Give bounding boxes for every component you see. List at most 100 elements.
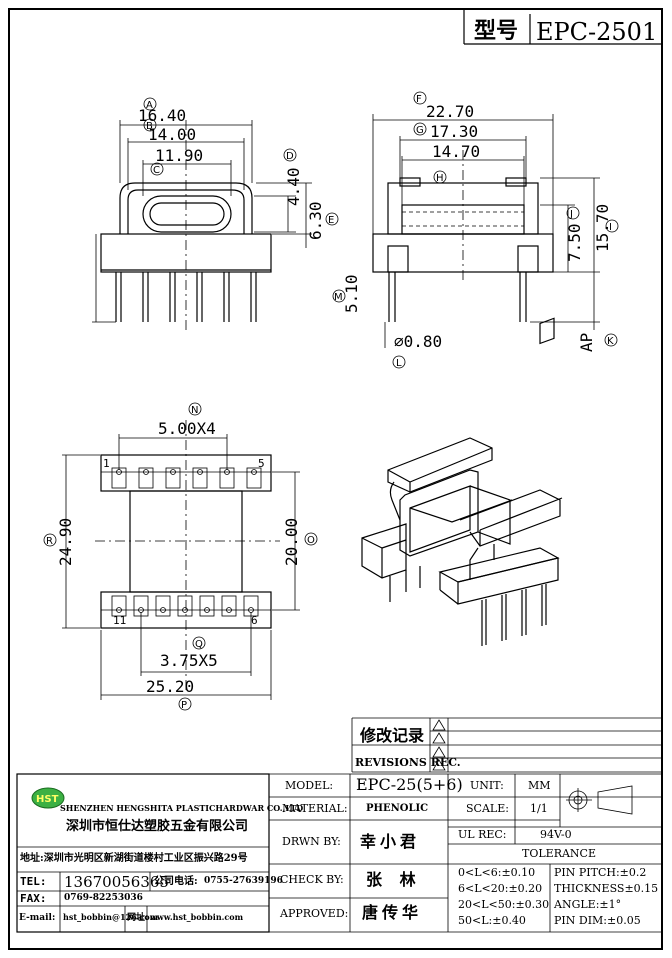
svg-text:N: N xyxy=(191,405,198,416)
dim-c-value: 11.90 xyxy=(155,146,203,165)
bottom-view: 1 5 11 6 5.00X4 20.00 25.20 3.75X5 24.90 xyxy=(56,419,301,700)
marker-j: J xyxy=(566,206,580,220)
dim-l-value: ⌀0.80 xyxy=(394,332,442,351)
tolerance-row: 6<L<20:±0.20 xyxy=(458,882,543,895)
marker-g: G xyxy=(413,122,427,136)
model-label: MODEL: xyxy=(285,779,334,792)
svg-text:B: B xyxy=(146,121,153,132)
dim-a-value: 16.40 xyxy=(138,106,186,125)
revisions-title-en: REVISIONS REC. xyxy=(355,756,461,769)
material-label: MATERIAL: xyxy=(282,802,348,815)
dim-p-value: 25.20 xyxy=(146,677,194,696)
marker-m: M xyxy=(332,289,346,303)
unit-label: UNIT: xyxy=(470,779,504,792)
check-label: CHECK BY: xyxy=(280,873,344,886)
company-phone-value: 0755-27639196 xyxy=(204,876,283,886)
dim-j-value: 7.50 xyxy=(565,223,584,262)
revisions-block: 修改记录 REVISIONS REC. xyxy=(351,717,663,773)
marker-l: L xyxy=(392,355,406,369)
ul-label: UL REC: xyxy=(458,828,507,841)
revisions-title-cn: 修改记录 xyxy=(359,726,424,745)
svg-text:E: E xyxy=(328,215,334,226)
pin-11-label: 11 xyxy=(113,614,126,627)
company-name-en: SHENZHEN HENGSHITA PLASTICHARDWAR CO.,LT… xyxy=(60,803,304,813)
svg-text:H: H xyxy=(436,173,444,184)
pin-1-label: 1 xyxy=(103,457,110,470)
svg-text:Q: Q xyxy=(195,639,203,650)
svg-text:L: L xyxy=(396,358,402,369)
pin-5-label: 5 xyxy=(258,457,265,470)
dim-f-value: 22.70 xyxy=(426,102,474,121)
dim-n-value: 5.00X4 xyxy=(158,419,216,438)
svg-text:G: G xyxy=(416,125,424,136)
tel-value: 13670056365 xyxy=(64,873,169,891)
company-phone-label: 公司电话: xyxy=(154,876,198,887)
dim-q-value: 3.75X5 xyxy=(160,651,218,670)
ul-value: 94V-0 xyxy=(540,828,572,841)
fax-label: FAX: xyxy=(20,892,47,905)
svg-text:K: K xyxy=(607,336,614,347)
drawn-label: DRWN BY: xyxy=(282,835,341,848)
company-logo-text: HST xyxy=(36,794,59,805)
marker-k: K xyxy=(604,333,618,347)
unit-value: MM xyxy=(528,779,551,792)
approved-value: 唐传华 xyxy=(362,903,423,922)
model-header: 型号 EPC-2501 xyxy=(463,10,663,46)
dim-h-value: 14.70 xyxy=(432,142,480,161)
svg-text:I: I xyxy=(609,222,612,233)
front-view: 16.40 14.00 11.90 4.40 6.30 5.10 xyxy=(92,106,361,330)
spec-row: PIN PITCH:±0.2 xyxy=(554,866,647,879)
model-value: EPC-25(5+6) xyxy=(356,775,463,794)
marker-i: I xyxy=(605,219,619,233)
drawing-frame xyxy=(8,8,663,950)
marker-r: R xyxy=(43,533,57,547)
check-value: 张 林 xyxy=(366,870,422,889)
svg-text:J: J xyxy=(569,209,573,220)
marker-n: N xyxy=(188,402,202,416)
dim-i-value: 15.70 xyxy=(593,204,612,252)
title-block-grid: HST xyxy=(16,773,663,933)
marker-h: H xyxy=(433,170,447,184)
marker-f: F xyxy=(413,91,427,105)
dim-e-value: 6.30 xyxy=(306,201,325,240)
tolerance-row: 50<L:±0.40 xyxy=(458,914,526,927)
marker-e: E xyxy=(325,212,339,226)
tolerance-label: TOLERANCE xyxy=(522,847,596,860)
spec-row: THICKNESS±0.15 xyxy=(554,882,659,895)
scale-value: 1/1 xyxy=(530,802,548,815)
marker-p: P xyxy=(178,697,192,711)
dim-m-value: 5.10 xyxy=(342,274,361,313)
svg-text:C: C xyxy=(153,165,160,176)
marker-a: A xyxy=(143,97,157,111)
marker-q: Q xyxy=(192,636,206,650)
web-value: www.hst_bobbin.com xyxy=(150,912,244,922)
tel-label: TEL: xyxy=(20,875,47,888)
web-label: 网址: xyxy=(127,913,149,923)
isometric-view xyxy=(361,317,563,646)
svg-text:A: A xyxy=(146,100,153,111)
dim-d-value: 4.40 xyxy=(284,167,303,206)
spec-row: ANGLE:±1° xyxy=(554,898,622,911)
scale-label: SCALE: xyxy=(466,802,509,815)
model-code: EPC-2501 xyxy=(536,18,657,46)
dim-r-value: 24.90 xyxy=(56,518,75,566)
material-value: PHENOLIC xyxy=(366,803,429,814)
svg-text:M: M xyxy=(334,292,343,303)
marker-b: B xyxy=(143,118,157,132)
dim-g-value: 17.30 xyxy=(430,122,478,141)
svg-text:D: D xyxy=(286,151,294,162)
marker-c: C xyxy=(150,162,164,176)
model-cn-label: 型号 xyxy=(474,19,518,44)
dimension-markers: A B C D E F G H I J K L M N O P Q R xyxy=(43,91,619,711)
pin-6-label: 6 xyxy=(251,614,258,627)
dim-k-value: AP xyxy=(577,333,596,352)
company-address: 地址:深圳市光明区新湖街道楼村工业区振兴路29号 xyxy=(20,853,248,864)
company-name-cn: 深圳市恒仕达塑胶五金有限公司 xyxy=(66,819,249,834)
marker-o: O xyxy=(304,532,318,546)
email-label: E-mail: xyxy=(19,913,56,923)
dim-b-value: 14.00 xyxy=(148,125,196,144)
tolerance-row: 20<L<50:±0.30 xyxy=(458,898,550,911)
svg-text:F: F xyxy=(416,94,422,105)
side-view: 22.70 17.30 14.70 15.70 7.50 AP ⌀0.80 xyxy=(372,102,612,352)
